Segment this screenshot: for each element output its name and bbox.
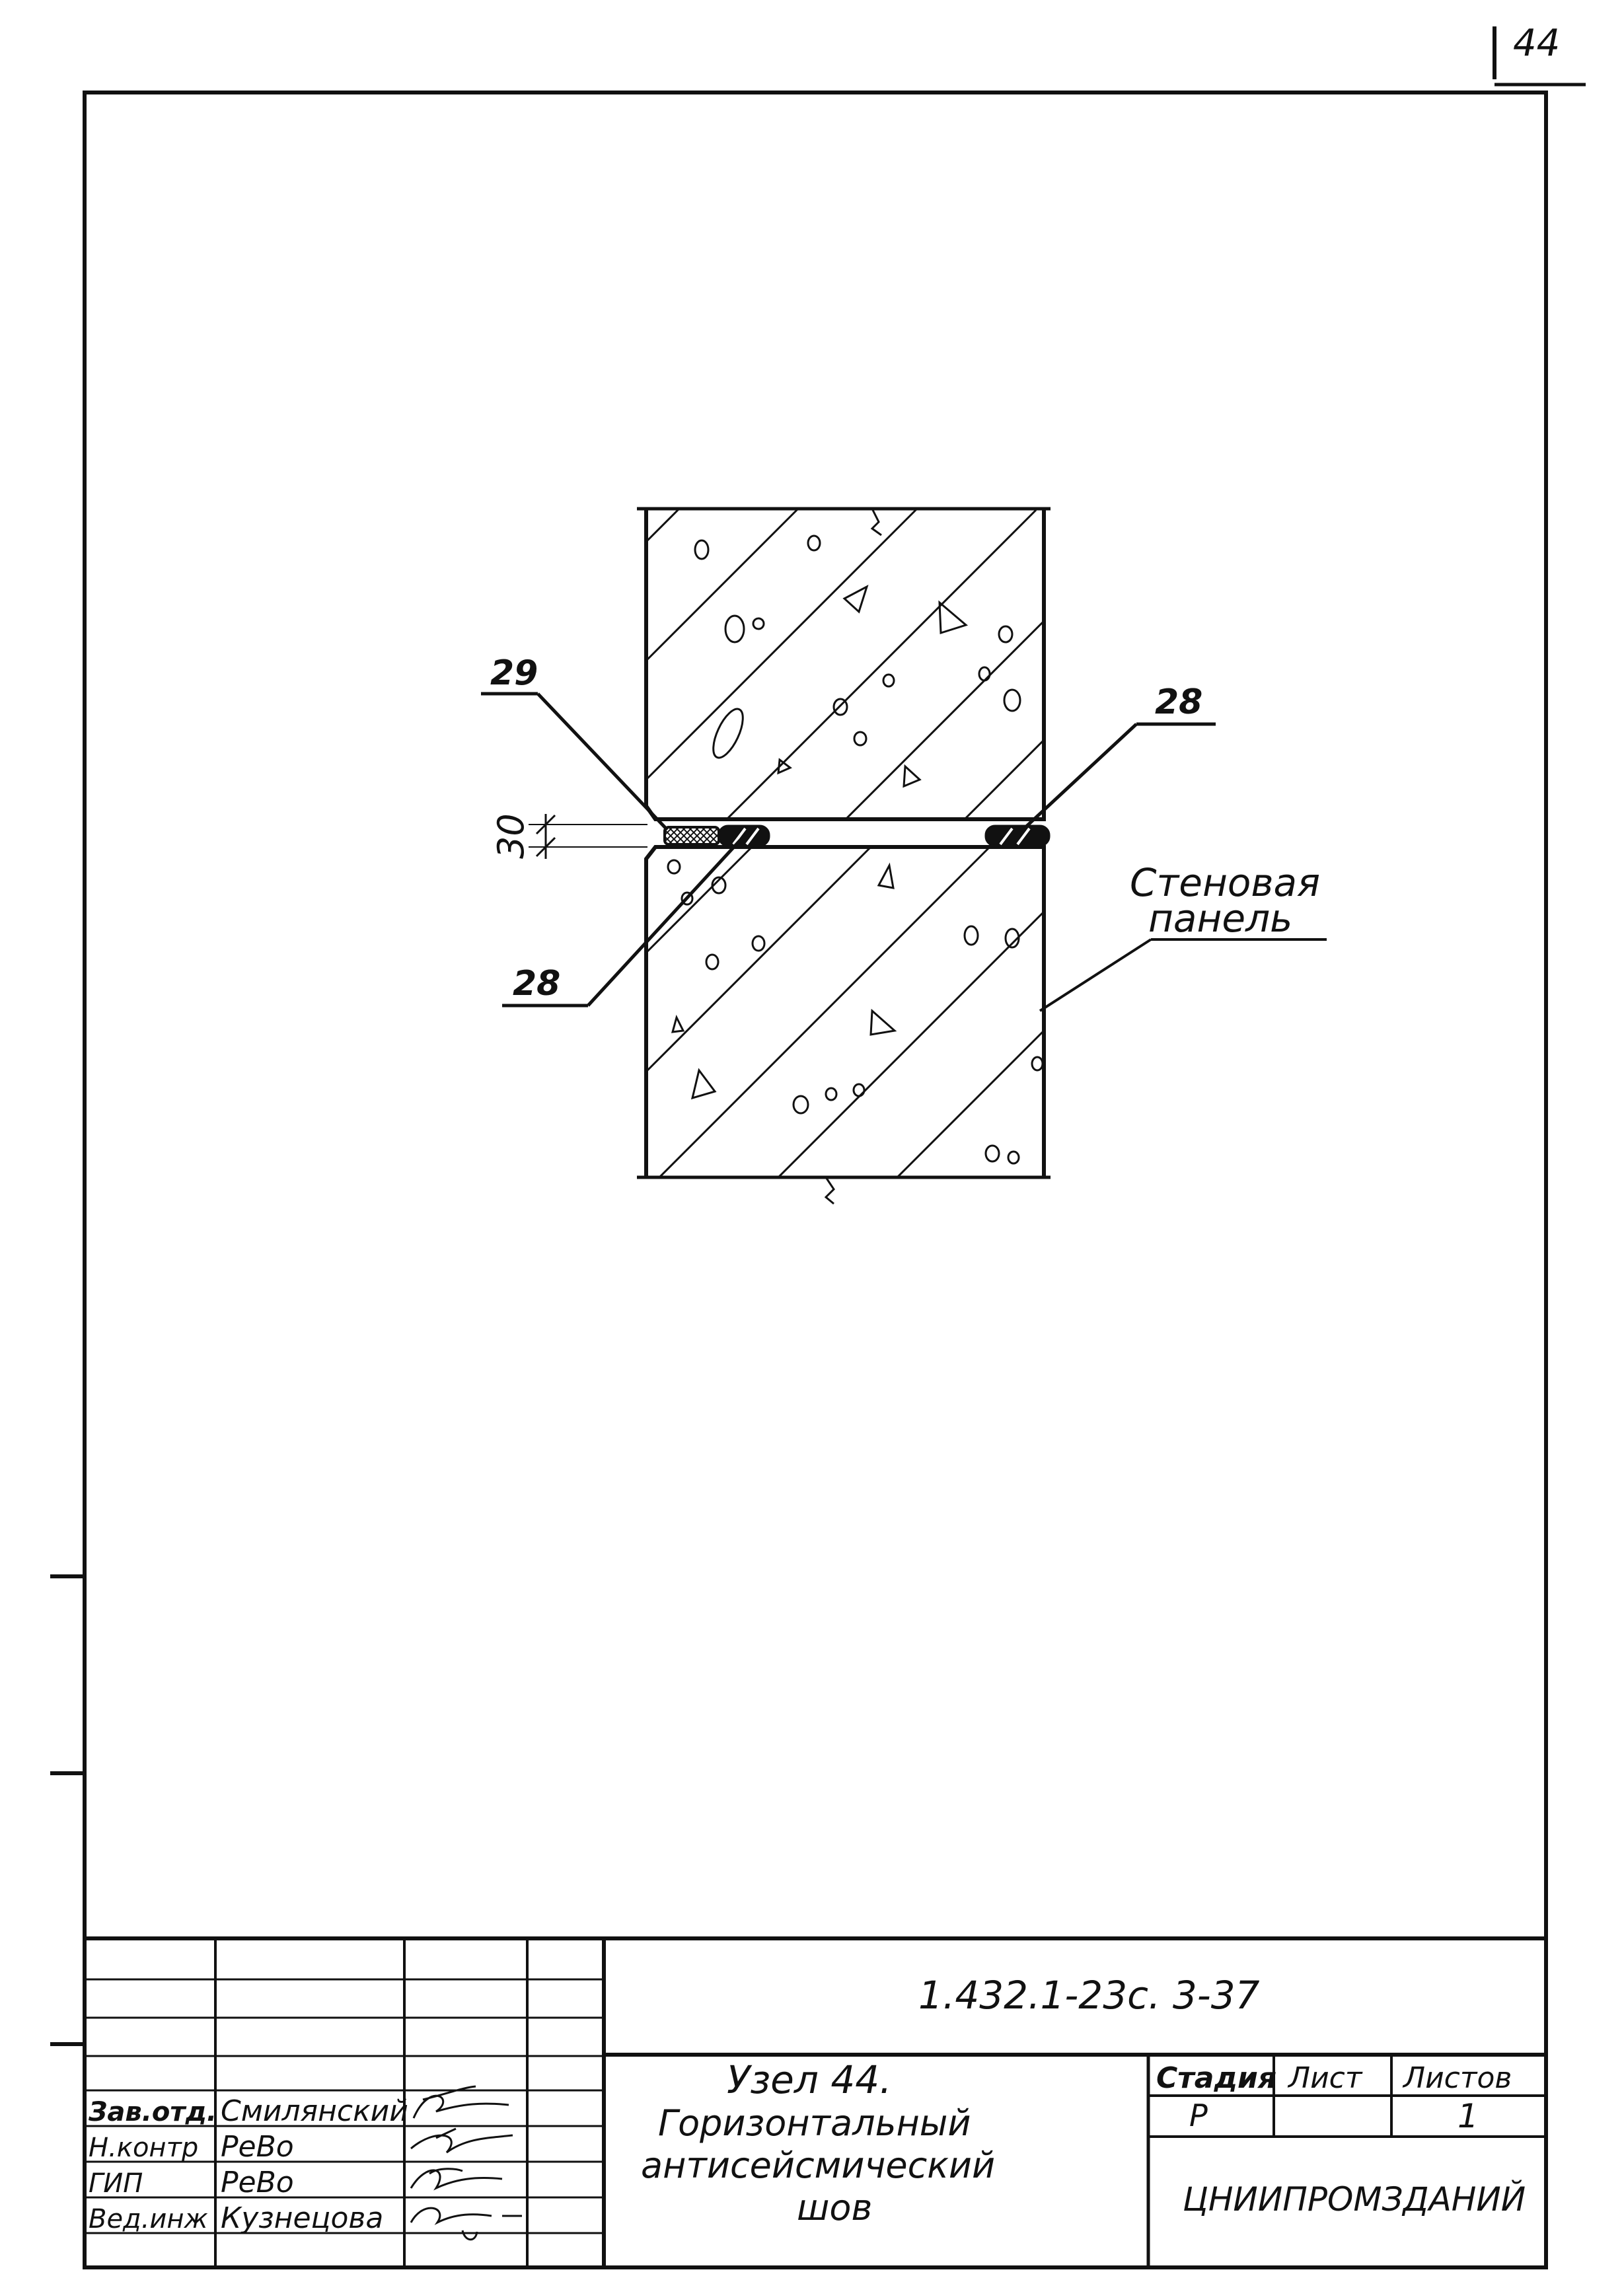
sheet-number: 44 [1513, 22, 1560, 65]
title-line-1: Узел 44. [727, 2057, 892, 2102]
dimension-label: 30 [490, 813, 532, 859]
leader-lines [481, 692, 1327, 1012]
title-line-2: Горизонтальный [658, 2102, 971, 2144]
sheet-frame [50, 26, 1586, 2269]
signatures [410, 2085, 522, 2241]
panel-label-line2: панель [1148, 896, 1292, 941]
sheets-value: 1 [1458, 2097, 1479, 2135]
callout-29: 29 [490, 653, 538, 693]
signature-4 [410, 2207, 522, 2241]
role-name-3: РеВо [221, 2166, 294, 2199]
role-position-2: Н.контр [89, 2133, 198, 2163]
joint-seals [663, 825, 1051, 847]
approval-rows: Зав.отд. Смилянский Н.контр РеВо ГИП РеВ… [88, 2094, 408, 2235]
stage-value: Р [1189, 2098, 1208, 2133]
hatch-lower [646, 844, 1045, 1176]
role-name-4: Кузнецова [221, 2201, 383, 2235]
dimension-30 [529, 814, 647, 859]
title-line-3: антисейсмический [641, 2145, 995, 2186]
wall-panel-upper [637, 507, 1051, 821]
hatch-upper [645, 507, 1045, 819]
wall-panel-lower [637, 844, 1051, 1205]
role-name-2: РеВо [221, 2130, 294, 2164]
role-name-1: Смилянский [221, 2094, 408, 2128]
sheets-header: Листов [1402, 2061, 1512, 2095]
stage-header: Стадия [1156, 2061, 1276, 2095]
signature-2 [410, 2127, 513, 2154]
sealant-29 [663, 826, 720, 846]
organization: ЦНИИПРОМЗДАНИЙ [1183, 2180, 1526, 2219]
panel-label-line1: Стеновая [1130, 860, 1320, 905]
signature-1 [412, 2085, 509, 2119]
title-line-4: шов [797, 2187, 872, 2228]
title-block [85, 1936, 1546, 2267]
role-position-3: ГИП [89, 2168, 143, 2199]
sheet-header: Лист [1287, 2061, 1363, 2095]
aggregate-upper [694, 534, 1021, 788]
callout-28-upper: 28 [1155, 682, 1202, 722]
document-code: 1.432.1-23с. 3-37 [918, 1973, 1260, 2018]
role-position-1: Зав.отд. [88, 2097, 217, 2127]
signature-3 [410, 2168, 503, 2191]
callout-28-lower: 28 [513, 964, 560, 1004]
aggregate-lower [667, 859, 1044, 1165]
role-position-4: Вед.инж [89, 2204, 208, 2234]
drawing-title: Узел 44. Горизонтальный антисейсмический… [641, 2057, 995, 2228]
